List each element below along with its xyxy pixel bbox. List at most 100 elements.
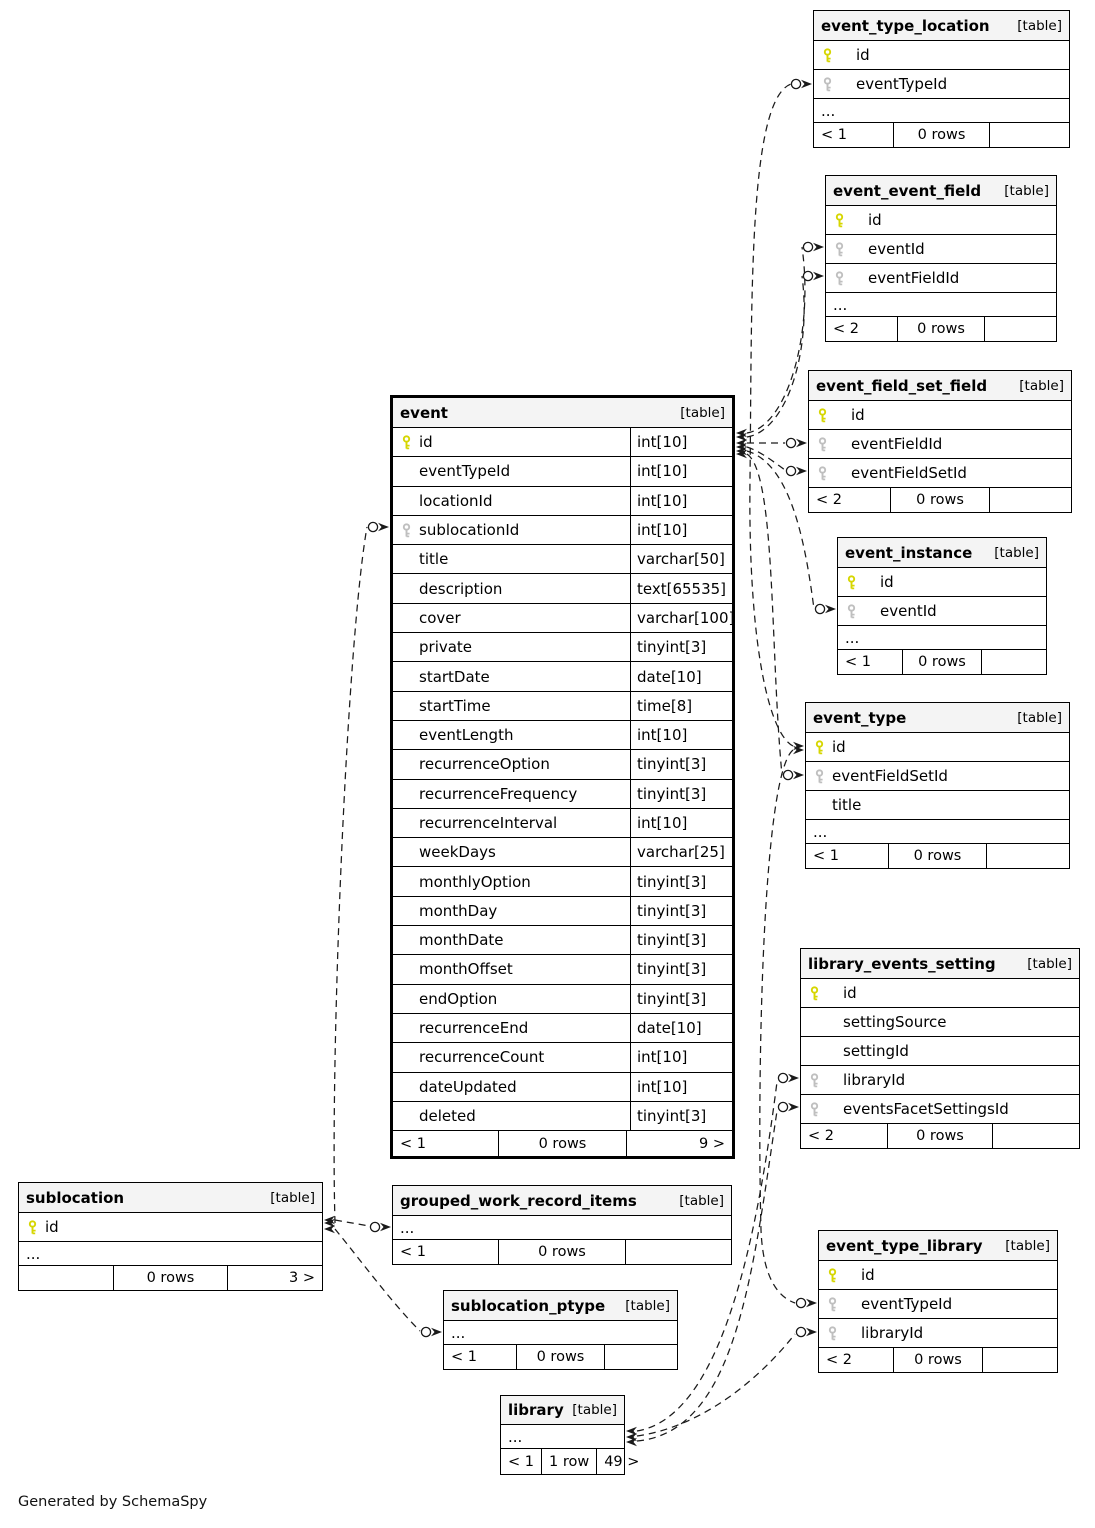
- table-name[interactable]: event: [400, 403, 448, 422]
- table-type-tag: [table]: [1004, 182, 1049, 199]
- footer-row-count: 0 rows: [892, 1348, 984, 1372]
- table-footer: < 2 0 rows: [809, 488, 1071, 512]
- table-name[interactable]: sublocation_ptype: [451, 1296, 606, 1315]
- column-name: settingSource: [843, 1013, 947, 1031]
- footer-child-count: [993, 1124, 1079, 1148]
- relationship-arrowhead: [793, 770, 804, 780]
- relationship-arrowhead: [813, 271, 824, 281]
- table-type-tag: [table]: [994, 544, 1039, 561]
- relationship-cardinality-circle: [420, 1326, 432, 1338]
- column-type: date[10]: [630, 1013, 732, 1043]
- relationship-cardinality-circle: [790, 78, 802, 90]
- primary-key-icon: [815, 739, 823, 754]
- table-name[interactable]: event_instance: [845, 543, 973, 562]
- primary-key-icon: [828, 1267, 836, 1282]
- relationship-arrowhead: [378, 522, 389, 532]
- key-cell: [838, 603, 864, 619]
- foreign-key-icon: [828, 1325, 836, 1340]
- column-type: tinyint[3]: [630, 955, 732, 984]
- relationship-cardinality-circle: [814, 603, 826, 615]
- column-name: recurrenceCount: [419, 1048, 545, 1067]
- footer-row-count: 0 rows: [497, 1240, 627, 1264]
- relationship-arrowhead: [736, 449, 747, 459]
- table-name[interactable]: event_type_library: [826, 1236, 983, 1255]
- table-header: event_instance [table]: [838, 538, 1046, 568]
- column-name: eventsFacetSettingsId: [843, 1100, 1009, 1118]
- relationship-arrowhead: [793, 741, 804, 751]
- table-name[interactable]: event_type_location: [821, 16, 990, 35]
- footer-row-count: 0 rows: [890, 488, 990, 512]
- key-cell: [819, 1296, 845, 1312]
- table-name[interactable]: sublocation: [26, 1188, 125, 1207]
- key-cell: [826, 241, 852, 257]
- table-type-tag: [table]: [1017, 17, 1062, 34]
- table-name[interactable]: grouped_work_record_items: [400, 1191, 637, 1210]
- ellipsis-label: ...: [400, 1218, 415, 1237]
- relationship-arrowhead: [736, 446, 747, 456]
- table-header: event_type_library[table]: [819, 1231, 1057, 1261]
- relationship-arrowhead: [813, 242, 824, 252]
- relationship-edge: [334, 1219, 370, 1227]
- table-type-tag: [table]: [270, 1189, 315, 1206]
- table-type-tag: [table]: [625, 1297, 670, 1314]
- column-name: eventFieldId: [868, 269, 960, 287]
- relationship-arrowhead: [736, 428, 747, 438]
- key-cell: [806, 768, 832, 784]
- footer-parent-count: < 2: [816, 492, 842, 508]
- column-row-eventTypeId: eventTypeId: [819, 1290, 1057, 1319]
- relationship-edge: [746, 275, 805, 438]
- hidden-columns-ellipsis: ...: [814, 99, 1069, 123]
- ellipsis-label: ...: [451, 1323, 466, 1342]
- column-name: private: [419, 638, 473, 657]
- relationship-edge: [746, 453, 783, 776]
- table-name[interactable]: event_field_set_field: [816, 376, 988, 395]
- table-type-tag: [table]: [1019, 377, 1064, 394]
- column-row-eventsFacetSettingsId: eventsFacetSettingsId: [801, 1095, 1079, 1124]
- relationship-edge: [333, 526, 368, 1224]
- table-name[interactable]: event_type: [813, 708, 907, 727]
- column-type: int[10]: [630, 428, 732, 457]
- primary-key-icon: [810, 985, 818, 1000]
- foreign-key-icon: [402, 522, 410, 537]
- column-type: int[10]: [630, 457, 732, 486]
- table-header: event_type_location [table]: [814, 11, 1069, 41]
- column-name: id: [851, 406, 865, 424]
- table-name[interactable]: library: [508, 1401, 564, 1419]
- footer-child-count: [626, 1240, 731, 1264]
- table-header: grouped_work_record_items[table]: [393, 1186, 731, 1216]
- table-name[interactable]: event_event_field: [833, 181, 982, 200]
- ellipsis-label: ...: [508, 1427, 523, 1446]
- key-cell: [814, 47, 840, 63]
- table-header: event_field_set_field [table]: [809, 371, 1071, 401]
- foreign-key-icon: [818, 465, 826, 480]
- footer-parent-count: < 1: [451, 1349, 477, 1365]
- relationship-cardinality-circle: [777, 1072, 789, 1084]
- column-row-id: id: [801, 979, 1079, 1008]
- table-name[interactable]: library_events_setting: [808, 954, 996, 973]
- column-row-libraryId: libraryId: [801, 1066, 1079, 1095]
- column-name: cover: [419, 608, 461, 627]
- key-cell: [393, 434, 419, 450]
